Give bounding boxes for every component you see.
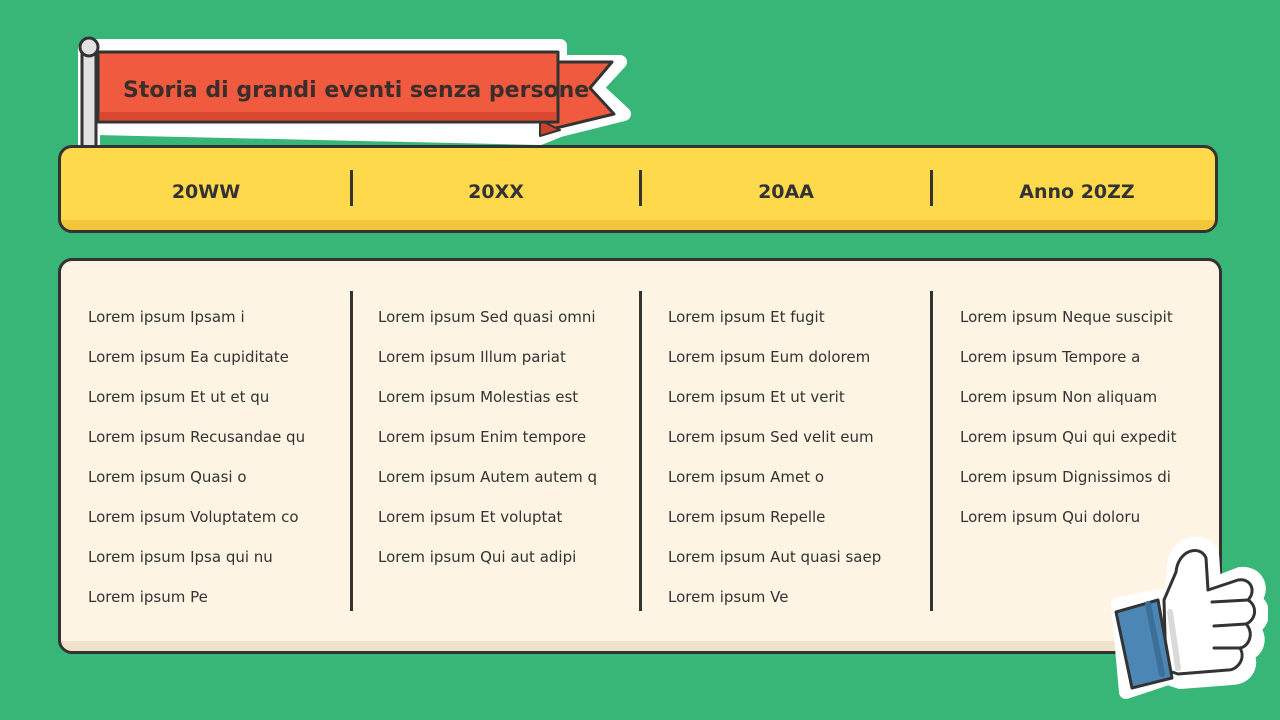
list-item: Lorem ipsum Qui qui expedit <box>960 428 1177 446</box>
events-list-1: Lorem ipsum Ipsam i Lorem ipsum Ea cupid… <box>88 297 305 617</box>
list-item: Lorem ipsum Repelle <box>668 508 826 526</box>
list-item: Lorem ipsum Ipsam i <box>88 308 245 326</box>
header-divider <box>639 170 642 206</box>
list-item: Lorem ipsum Aut quasi saep <box>668 548 882 566</box>
list-item: Lorem ipsum Sed velit eum <box>668 428 874 446</box>
list-item: Lorem ipsum Voluptatem co <box>88 508 299 526</box>
list-item: Lorem ipsum Et ut et qu <box>88 388 270 406</box>
list-item: Lorem ipsum Qui aut adipi <box>378 548 577 566</box>
year-heading-3: 20AA <box>758 181 814 203</box>
list-item: Lorem ipsum Et voluptat <box>378 508 563 526</box>
flag-icon <box>78 36 631 156</box>
list-item: Lorem ipsum Quasi o <box>88 468 247 486</box>
list-item: Lorem ipsum Molestias est <box>378 388 579 406</box>
list-item: Lorem ipsum Qui doloru <box>960 508 1141 526</box>
events-panel: Lorem ipsum Ipsam i Lorem ipsum Ea cupid… <box>58 258 1222 654</box>
list-item: Lorem ipsum Enim tempore <box>378 428 587 446</box>
list-item: Lorem ipsum Eum dolorem <box>668 348 871 366</box>
list-item: Lorem ipsum Et fugit <box>668 308 825 326</box>
list-item: Lorem ipsum Dignissimos di <box>960 468 1171 486</box>
column-divider <box>639 291 642 611</box>
list-item: Lorem ipsum Tempore a <box>960 348 1141 366</box>
header-divider <box>350 170 353 206</box>
list-item: Lorem ipsum Ipsa qui nu <box>88 548 273 566</box>
column-divider <box>930 291 933 611</box>
year-heading-2: 20XX <box>468 181 524 203</box>
list-item: Lorem ipsum Recusandae qu <box>88 428 306 446</box>
list-item: Lorem ipsum Ve <box>668 588 789 606</box>
list-item: Lorem ipsum Ea cupiditate <box>88 348 289 366</box>
list-item: Lorem ipsum Sed quasi omni <box>378 308 596 326</box>
thumbs-up-icon <box>1111 536 1268 699</box>
list-item: Lorem ipsum Autem autem q <box>378 468 598 486</box>
year-header-bar: 20WW 20XX 20AA Anno 20ZZ <box>58 145 1218 233</box>
list-item: Lorem ipsum Neque suscipit <box>960 308 1173 326</box>
column-divider <box>350 291 353 611</box>
list-item: Lorem ipsum Non aliquam <box>960 388 1158 406</box>
list-item: Lorem ipsum Et ut verit <box>668 388 845 406</box>
year-heading-1: 20WW <box>171 181 241 203</box>
list-item: Lorem ipsum Amet o <box>668 468 825 486</box>
year-heading-4: Anno 20ZZ <box>1019 181 1135 203</box>
events-list-4: Lorem ipsum Neque suscipit Lorem ipsum T… <box>960 297 1176 537</box>
events-list-3: Lorem ipsum Et fugit Lorem ipsum Eum dol… <box>668 297 881 617</box>
page-title: Storia di grandi eventi senza persone <box>123 78 590 103</box>
events-list-2: Lorem ipsum Sed quasi omni Lorem ipsum I… <box>378 297 597 577</box>
list-item: Lorem ipsum Pe <box>88 588 208 606</box>
list-item: Lorem ipsum Illum pariat <box>378 348 566 366</box>
header-divider <box>930 170 933 206</box>
